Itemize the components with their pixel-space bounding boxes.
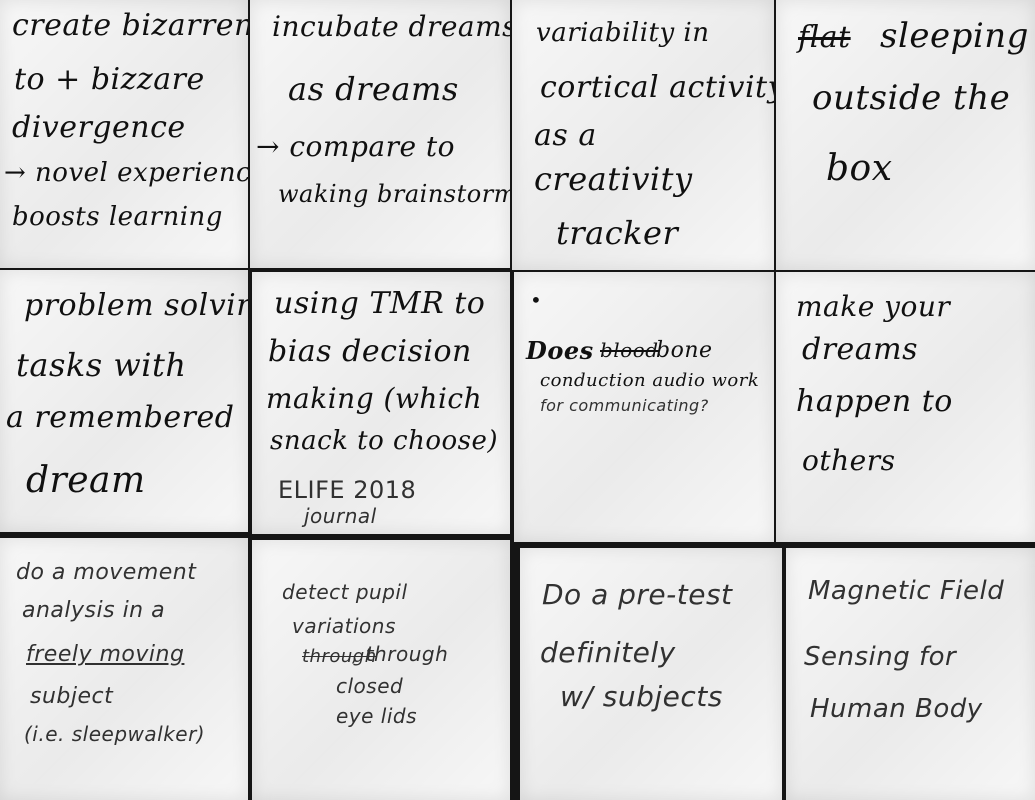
bullet-dot: •: [530, 288, 543, 312]
note-line: making (which: [266, 382, 483, 415]
sticky-note-2: incubate dreams as dreams → compare to w…: [250, 0, 510, 268]
note-line: bias decision: [268, 334, 472, 369]
note-line: as a: [534, 118, 597, 153]
note-line: outside the: [812, 78, 1011, 118]
note-line: journal: [304, 504, 377, 528]
sticky-note-6: using TMR to bias decision making (which…: [252, 272, 510, 534]
sticky-note-1: create bizarreness to + bizzare divergen…: [0, 0, 248, 268]
note-line: others: [802, 444, 896, 477]
note-line: definitely: [540, 636, 676, 669]
note-line: freely moving: [26, 642, 185, 667]
sticky-note-3: variability in cortical activity as a cr…: [512, 0, 774, 270]
note-line: dream: [26, 460, 146, 501]
note-line: problem solving: [24, 288, 248, 323]
note-line: snack to choose): [270, 426, 499, 456]
note-line: variability in: [536, 18, 710, 48]
note-line: do a movement: [16, 560, 197, 585]
note-line: a remembered: [6, 400, 235, 435]
sticky-note-12: Magnetic Field Sensing for Human Body: [786, 548, 1035, 800]
note-line: Sensing for: [804, 642, 957, 672]
note-line: variations: [292, 614, 396, 638]
note-line: analysis in a: [22, 598, 166, 623]
note-line-crossed-out: flat: [798, 20, 851, 55]
note-line: ELIFE 2018: [278, 476, 417, 504]
note-line: w/ subjects: [560, 680, 723, 713]
note-line: subject: [30, 684, 114, 709]
note-line: conduction audio work: [540, 370, 760, 391]
note-line: as dreams: [288, 70, 459, 108]
note-line: boosts learning: [12, 202, 223, 232]
note-line: box: [826, 148, 893, 189]
sticky-note-7: • Does blood bone conduction audio work …: [514, 272, 774, 542]
sticky-note-8: make your dreams happen to others: [776, 272, 1035, 542]
sticky-note-9: do a movement analysis in a freely movin…: [0, 538, 248, 800]
note-line-crossed-out: through: [302, 646, 377, 667]
note-line: Do a pre-test: [542, 578, 733, 611]
note-line-crossed-out: blood: [600, 338, 659, 362]
note-line: dreams: [802, 332, 919, 367]
note-line: tasks with: [16, 346, 187, 384]
note-line: Human Body: [810, 694, 983, 724]
note-line: for communicating?: [540, 396, 709, 415]
sticky-note-10: detect pupil variations through , throug…: [252, 540, 510, 800]
note-line: closed: [336, 674, 404, 698]
note-line: using TMR to: [274, 286, 486, 321]
note-line: Magnetic Field: [808, 576, 1005, 606]
note-line: detect pupil: [282, 580, 408, 604]
note-line: happen to: [796, 384, 953, 419]
sticky-note-11: Do a pre-test definitely w/ subjects: [520, 548, 782, 800]
note-line: incubate dreams: [272, 10, 510, 43]
note-line: , through: [352, 642, 449, 666]
note-line: → novel experience: [4, 158, 248, 188]
note-line: cortical activity: [540, 70, 774, 105]
note-line: create bizarreness: [12, 8, 248, 43]
note-line: make your: [796, 290, 951, 323]
note-line: (i.e. sleepwalker): [24, 722, 206, 746]
note-line: waking brainstorming: [278, 180, 510, 208]
note-line: creativity: [534, 160, 693, 198]
sticky-note-5: problem solving tasks with a remembered …: [0, 270, 248, 532]
note-line: tracker: [556, 214, 679, 252]
note-line: → compare to: [256, 130, 456, 163]
note-line: bone: [656, 338, 713, 363]
note-line: sleeping: [880, 16, 1029, 56]
note-line: eye lids: [336, 704, 418, 728]
note-line: to + bizzare: [14, 62, 205, 97]
sticky-note-4: flat sleeping outside the box: [776, 0, 1035, 270]
note-line: divergence: [12, 110, 186, 145]
note-line: Does: [526, 336, 594, 365]
